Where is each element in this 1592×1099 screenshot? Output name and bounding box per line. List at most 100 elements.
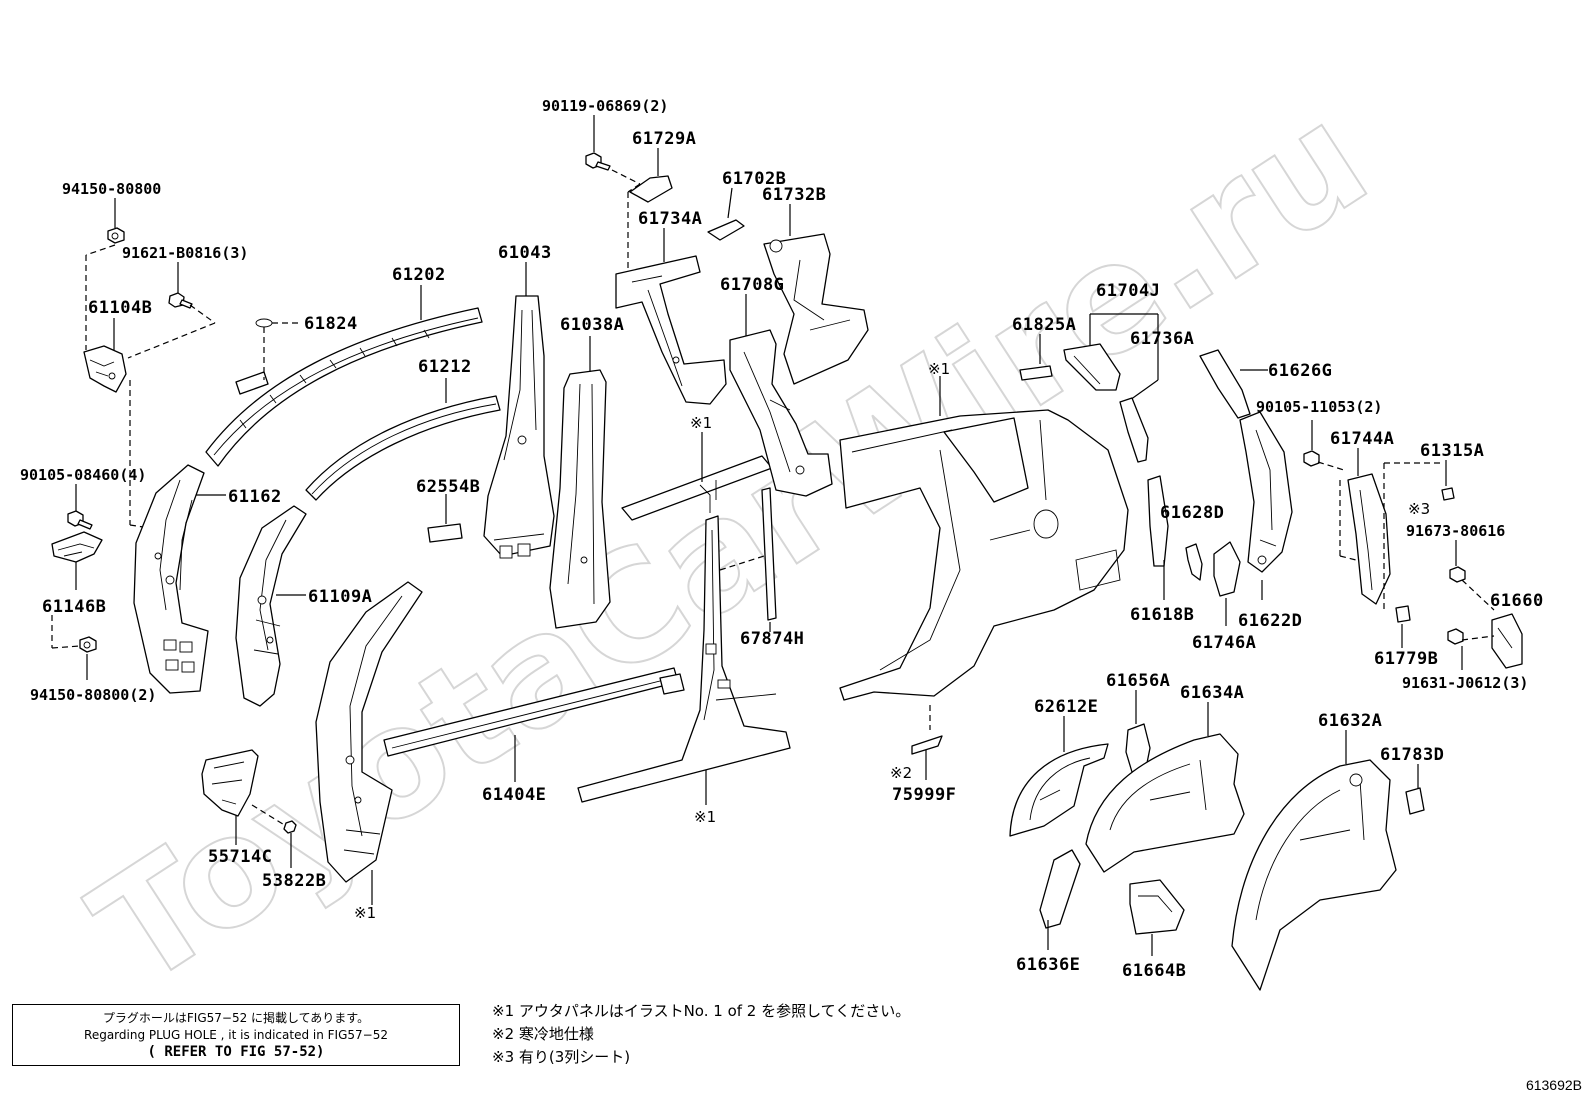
bolt-icon xyxy=(1447,628,1464,645)
part-61104B-bracket[interactable] xyxy=(83,345,127,393)
part-61202-roof-side-rail[interactable] xyxy=(205,307,483,467)
part-61779B-clip[interactable] xyxy=(1395,605,1411,623)
part-61628D-brace[interactable] xyxy=(1185,543,1203,581)
part-61634A-wheelhouse-inner[interactable] xyxy=(1085,733,1245,873)
label-61632A[interactable]: 61632A xyxy=(1318,711,1382,731)
part-61734A-pillar[interactable] xyxy=(615,255,727,405)
note-line-en: Regarding PLUG HOLE , it is indicated in… xyxy=(84,1028,388,1042)
part-61038A-pillar-reinforcement[interactable] xyxy=(549,369,611,629)
bolt-icon xyxy=(67,510,93,530)
label-62554B[interactable]: 62554B xyxy=(416,477,480,497)
part-61746A-gusset[interactable] xyxy=(1213,541,1241,597)
part-61043-center-pillar[interactable] xyxy=(483,295,555,559)
label-61404E[interactable]: 61404E xyxy=(482,785,546,805)
part-67874H-seal[interactable] xyxy=(761,487,777,621)
note-line-ja: プラグホールはFIG57−52 に掲載してあります。 xyxy=(102,1011,370,1025)
note-line-ref[interactable]: ( REFER TO FIG 57-52) xyxy=(147,1044,325,1060)
label-61109A[interactable]: 61109A xyxy=(308,587,372,607)
part-62554B-pad[interactable] xyxy=(427,523,463,543)
label-61732B[interactable]: 61732B xyxy=(762,185,826,205)
part-62612E-liner[interactable] xyxy=(1009,743,1109,837)
part-61708G-pillar[interactable] xyxy=(729,329,833,497)
figure-code: 613692B xyxy=(1525,1077,1582,1093)
label-62612E[interactable]: 62612E xyxy=(1034,697,1098,717)
footnote-3: ※3 有り(3列シート) xyxy=(492,1048,631,1066)
part-61729A-bracket[interactable] xyxy=(629,175,673,203)
part-61660-bracket[interactable] xyxy=(1491,613,1523,669)
label-61779B[interactable]: 61779B xyxy=(1374,649,1438,669)
part-61626G-pillar[interactable] xyxy=(1199,349,1251,419)
label-94150-80800-2[interactable]: 94150-80800(2) xyxy=(30,686,156,704)
mark-1-roof: ※1 xyxy=(690,414,712,432)
label-61315A[interactable]: 61315A xyxy=(1420,441,1484,461)
part-center-pillar-outer[interactable] xyxy=(577,515,791,803)
label-61825A[interactable]: 61825A xyxy=(1012,315,1076,335)
part-quarter-panel-outer[interactable] xyxy=(839,409,1129,701)
label-61104B[interactable]: 61104B xyxy=(88,298,152,318)
part-61704J-bracket[interactable] xyxy=(1063,343,1121,391)
part-61162-pillar[interactable] xyxy=(133,464,209,694)
label-90119-06869[interactable]: 90119-06869(2) xyxy=(542,97,668,115)
label-61202[interactable]: 61202 xyxy=(392,265,446,285)
label-75999F[interactable]: 75999F xyxy=(892,785,956,805)
part-61212-roof-rail-inner[interactable] xyxy=(305,395,501,501)
label-91631-J0612[interactable]: 91631-J0612(3) xyxy=(1402,674,1528,692)
label-61734A[interactable]: 61734A xyxy=(638,209,702,229)
label-94150-80800[interactable]: 94150-80800 xyxy=(62,180,161,198)
label-61634A[interactable]: 61634A xyxy=(1180,683,1244,703)
bolt-icon xyxy=(1449,566,1466,583)
part-61632A-wheelhouse-outer[interactable] xyxy=(1231,759,1397,991)
label-61660[interactable]: 61660 xyxy=(1490,591,1544,611)
label-61618B[interactable]: 61618B xyxy=(1130,605,1194,625)
label-61212[interactable]: 61212 xyxy=(418,357,472,377)
label-61744A[interactable]: 61744A xyxy=(1330,429,1394,449)
label-61702B[interactable]: 61702B xyxy=(722,169,786,189)
mark-1-quarter: ※1 xyxy=(928,360,950,378)
label-61626G[interactable]: 61626G xyxy=(1268,361,1332,381)
label-61656A[interactable]: 61656A xyxy=(1106,671,1170,691)
label-61746A[interactable]: 61746A xyxy=(1192,633,1256,653)
part-61664B-bracket[interactable] xyxy=(1129,879,1185,935)
part-61626-inner-pillar[interactable] xyxy=(1239,411,1293,573)
part-55714C-bracket[interactable] xyxy=(201,749,259,817)
part-61825A-pad[interactable] xyxy=(1019,365,1053,381)
label-61146B[interactable]: 61146B xyxy=(42,597,106,617)
label-61783D[interactable]: 61783D xyxy=(1380,745,1444,765)
part-61736A-extension[interactable] xyxy=(1119,397,1149,463)
part-61702B-gusset[interactable] xyxy=(707,219,745,241)
part-61146B-bracket[interactable] xyxy=(51,531,103,563)
label-61729A[interactable]: 61729A xyxy=(632,129,696,149)
clip-icon xyxy=(283,820,297,834)
label-61043[interactable]: 61043 xyxy=(498,243,552,263)
label-90105-08460[interactable]: 90105-08460(4) xyxy=(20,466,146,484)
label-61736A[interactable]: 61736A xyxy=(1130,329,1194,349)
part-75999F-mudguard[interactable] xyxy=(911,735,943,755)
footnote-1: ※1 アウタパネルはイラストNo. 1 of 2 を参照してください。 xyxy=(492,1002,911,1020)
label-90105-11053[interactable]: 90105-11053(2) xyxy=(1256,398,1382,416)
part-61109A-pillar-inner[interactable] xyxy=(235,505,307,707)
part-61783D-pad[interactable] xyxy=(1405,787,1425,815)
part-front-pillar-outer[interactable] xyxy=(315,581,423,883)
label-61708G[interactable]: 61708G xyxy=(720,275,784,295)
part-61732B-pillar[interactable] xyxy=(763,233,869,385)
label-61824[interactable]: 61824 xyxy=(304,314,358,334)
label-55714C[interactable]: 55714C xyxy=(208,847,272,867)
part-61636E-extension[interactable] xyxy=(1039,849,1081,929)
label-61622D[interactable]: 61622D xyxy=(1238,611,1302,631)
label-53822B[interactable]: 53822B xyxy=(262,871,326,891)
part-61404E-rocker-panel[interactable] xyxy=(383,667,685,757)
mark-1-rocker: ※1 xyxy=(694,808,716,826)
part-61744A-pillar[interactable] xyxy=(1347,473,1391,605)
label-61162[interactable]: 61162 xyxy=(228,487,282,507)
footnote-2: ※2 寒冷地仕様 xyxy=(492,1025,594,1043)
part-61315A-clip[interactable] xyxy=(1441,487,1455,501)
label-91673-80616[interactable]: 91673-80616 xyxy=(1406,522,1505,540)
label-61664B[interactable]: 61664B xyxy=(1122,961,1186,981)
label-91621-B0816[interactable]: 91621-B0816(3) xyxy=(122,244,248,262)
mark-3: ※3 xyxy=(1408,500,1430,518)
label-61704J[interactable]: 61704J xyxy=(1096,281,1160,301)
label-61038A[interactable]: 61038A xyxy=(560,315,624,335)
label-67874H[interactable]: 67874H xyxy=(740,629,804,649)
label-61636E[interactable]: 61636E xyxy=(1016,955,1080,975)
label-61628D[interactable]: 61628D xyxy=(1160,503,1224,523)
